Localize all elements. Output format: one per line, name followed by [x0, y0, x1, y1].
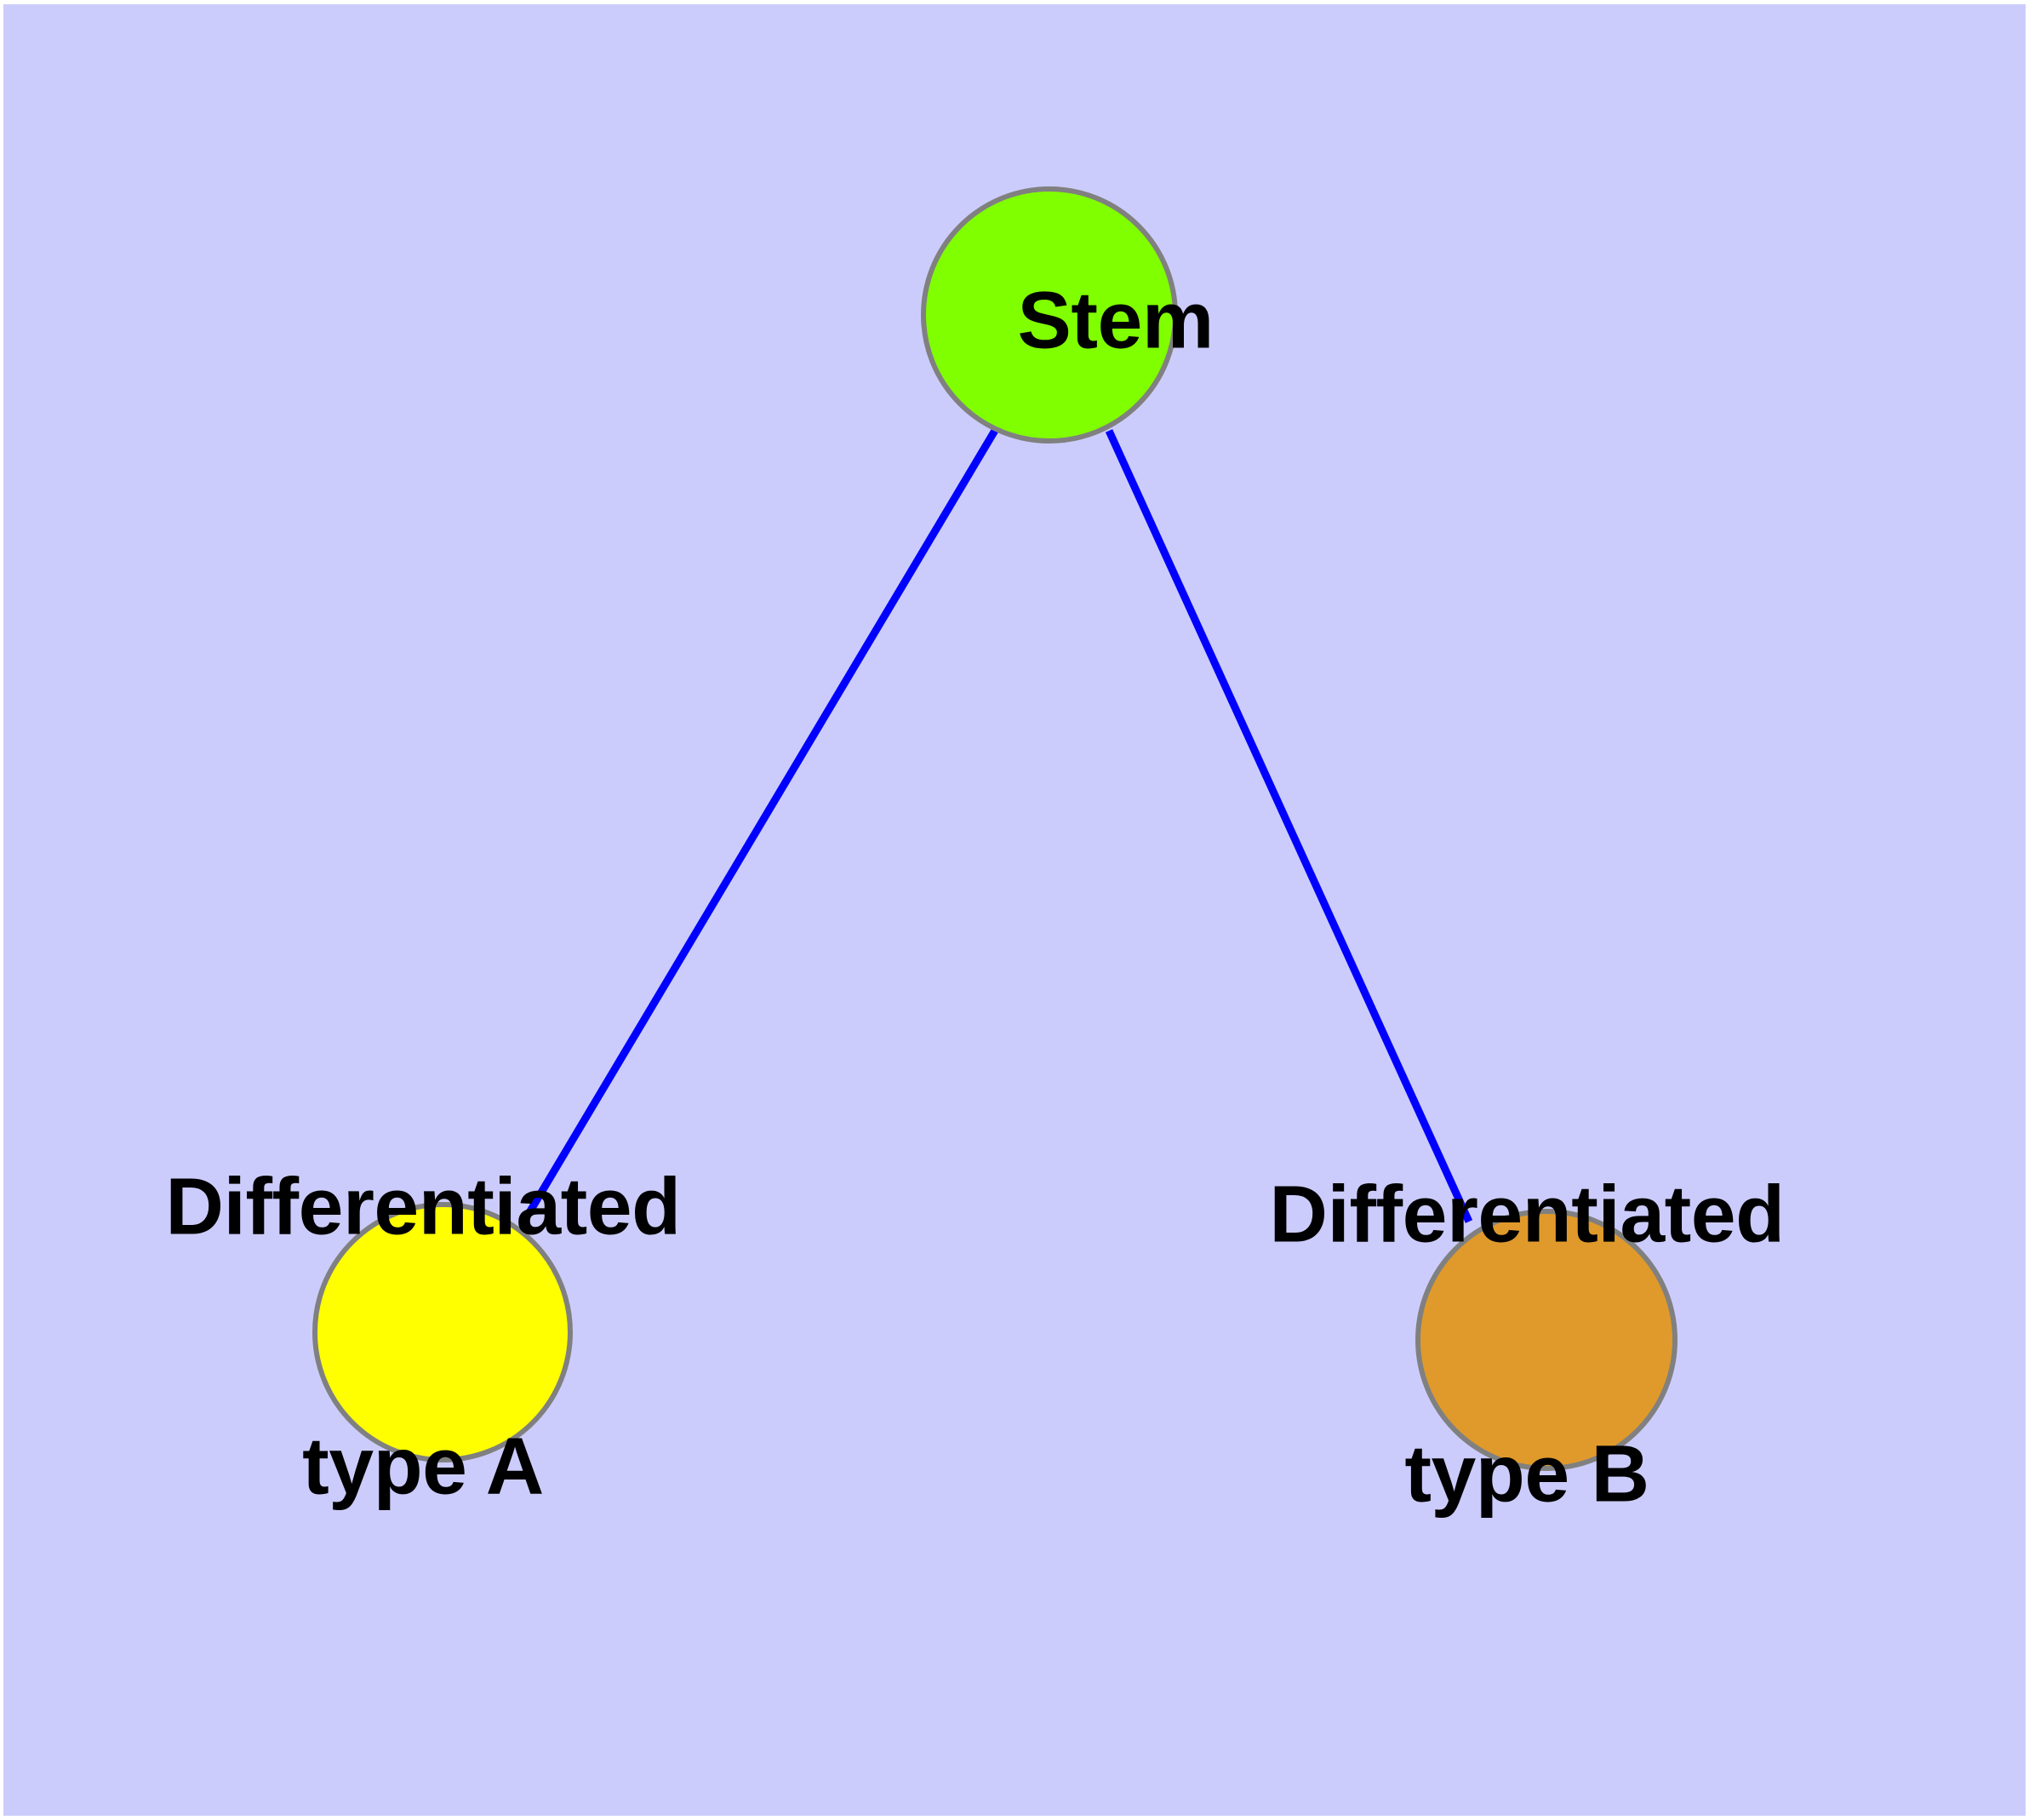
edge-layer: [525, 426, 1473, 1223]
diagram-plot-area: Stem Differentiated type A Differentiate…: [3, 4, 2026, 1816]
node-layer: [312, 186, 1677, 1471]
node-stem[interactable]: [921, 186, 1178, 444]
edge-stem-to-differentiated-type-a: [525, 426, 999, 1216]
edge-stem-to-differentiated-type-b: [1105, 429, 1473, 1223]
graph-svg: [312, 186, 1677, 1471]
node-differentiated-type-a[interactable]: [312, 1202, 573, 1462]
node-differentiated-type-b[interactable]: [1415, 1209, 1677, 1471]
